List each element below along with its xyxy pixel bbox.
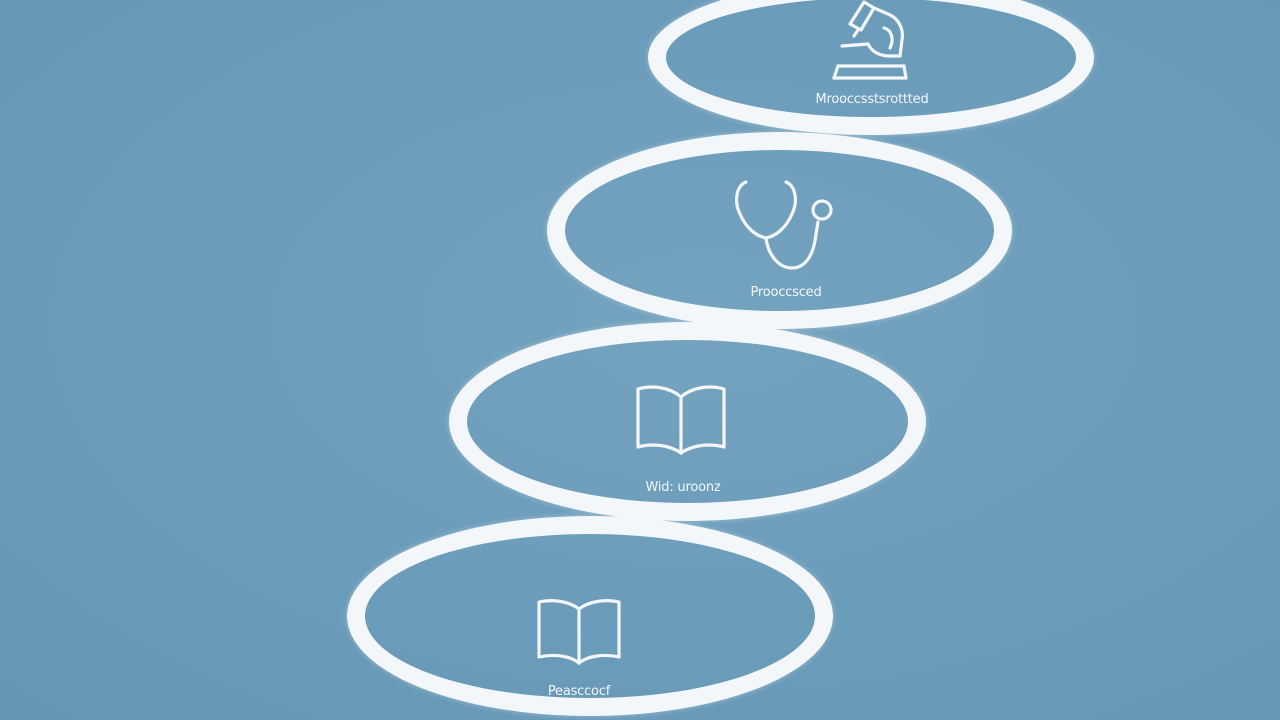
stethoscope-icon: [732, 178, 836, 272]
step-label-3: Wid: uroonz: [645, 480, 721, 495]
step-label-1: Mrooccsstsrottted: [815, 92, 929, 107]
step-label-4: Peasccocf: [547, 684, 611, 699]
open-book-icon: [536, 597, 622, 667]
open-book-icon: [634, 383, 728, 457]
microscope-icon: [828, 0, 910, 84]
step-label-2: Prooccsced: [750, 285, 822, 300]
